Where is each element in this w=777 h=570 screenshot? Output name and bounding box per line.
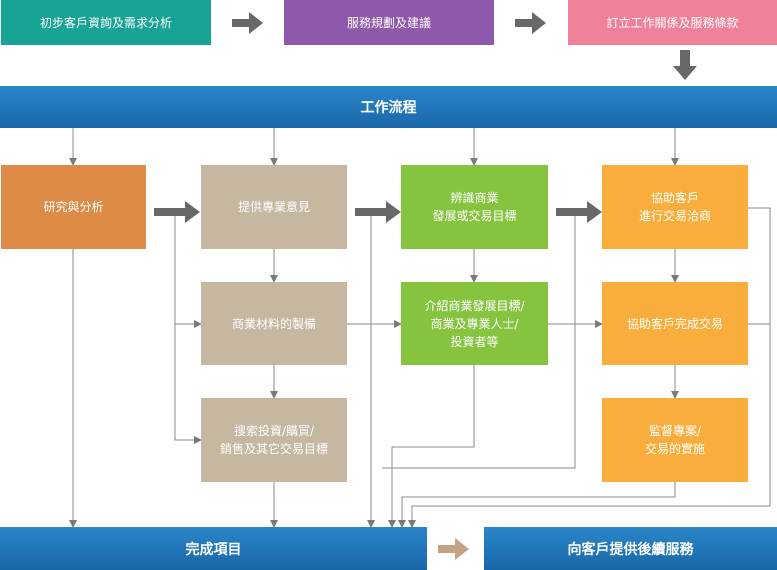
step-label: 初步客戶資詢及需求分析 [39, 15, 172, 30]
step-label: 訂立工作關係及服務條款 [606, 15, 739, 30]
workflow-banner: 工作流程 [0, 86, 777, 128]
research-analysis-box: 研究與分析 [1, 165, 146, 249]
banner-label: 完成項目 [185, 541, 242, 558]
block-arrow [154, 201, 200, 223]
box-label: 協助客戶完成交易 [626, 316, 723, 331]
introduce-parties-box: 介紹商業發展目標/ 商業及專業人士/ 投資者等 [401, 282, 548, 365]
connector-line [748, 207, 771, 325]
connector-line [388, 365, 475, 528]
box-label: 商業材料的製備 [231, 316, 316, 331]
identify-targets-box: 辨識商業 發展或交易目標 [401, 165, 548, 249]
business-materials-box: 商業材料的製備 [201, 282, 347, 365]
professional-advice-box: 提供專業意見 [201, 165, 347, 249]
box-label: 介紹商業發展目標/ 商業及專業人士/ 投資者等 [424, 298, 525, 349]
box-label: 協助客戶 進行交易洽商 [638, 191, 711, 223]
followup-service-banner: 向客戶提供後續服務 [484, 527, 777, 570]
box-label: 監督專案/ 交易的實施 [644, 424, 705, 456]
negotiation-assist-box: 協助客戶 進行交易洽商 [602, 165, 748, 249]
complete-project-banner: 完成項目 [0, 527, 427, 570]
connector-line [382, 212, 576, 469]
banner-label: 向客戶提供後續服務 [567, 541, 694, 558]
block-arrow [673, 50, 697, 80]
box-label: 搜索投資/購買/ 銷售及其它交易目標 [219, 424, 328, 456]
step-label: 服務規劃及建議 [346, 15, 431, 30]
block-arrow [355, 201, 401, 223]
top-flow-arrows [232, 12, 697, 80]
box-label: 提供專業意見 [237, 200, 310, 214]
box-label: 辨識商業 發展或交易目標 [432, 191, 517, 223]
block-arrow [515, 12, 546, 34]
row-flow-arrows [154, 201, 602, 223]
connector-line [408, 324, 771, 528]
search-targets-box: 搜索投資/購買/ 銷售及其它交易目標 [201, 398, 347, 482]
complete-transaction-box: 協助客戶完成交易 [602, 282, 748, 365]
box-label: 研究與分析 [43, 200, 104, 214]
step-initial-consultation: 初步客戶資詢及需求分析 [1, 0, 211, 45]
connector-line [398, 482, 676, 528]
block-arrow [232, 12, 263, 34]
connector-line [174, 324, 202, 444]
step-terms-agreement: 訂立工作關係及服務條款 [568, 0, 777, 45]
block-arrow [438, 538, 469, 560]
connector-line [174, 212, 202, 328]
supervise-project-box: 監督專案/ 交易的實施 [602, 398, 748, 482]
block-arrow [556, 201, 602, 223]
step-service-planning: 服務規劃及建議 [284, 0, 494, 45]
workflow-title: 工作流程 [360, 100, 417, 116]
